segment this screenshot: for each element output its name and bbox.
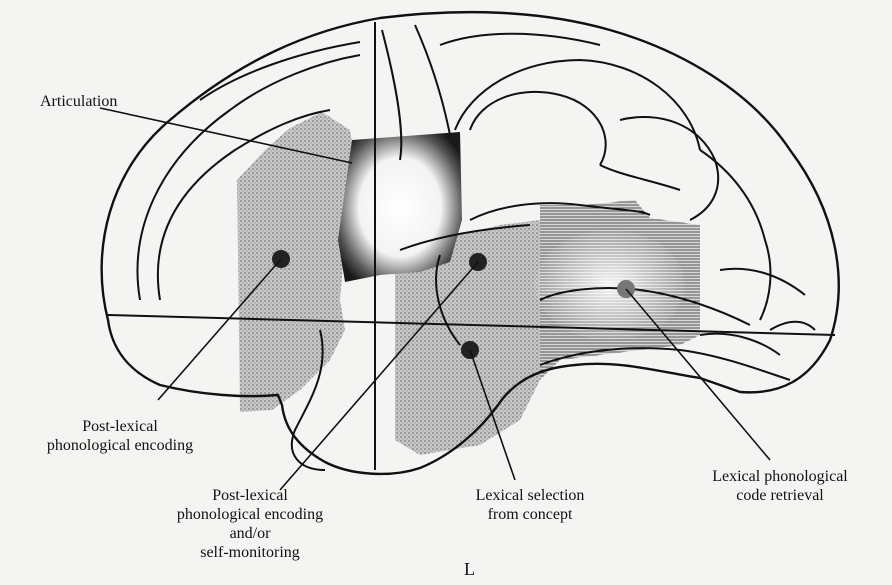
post-lexical-region-1 — [237, 112, 358, 412]
label-post-lexical-2-line-1: Post-lexical — [150, 486, 350, 505]
label-post-lexical-1: Post-lexical phonological encoding — [20, 417, 220, 455]
label-hemisphere: L — [464, 560, 475, 579]
label-lexical-selection-line-2: from concept — [440, 505, 620, 524]
label-lexical-code: Lexical phonological code retrieval — [680, 467, 880, 505]
label-post-lexical-2-line-4: self-monitoring — [150, 543, 350, 562]
lexical-code-glow — [535, 230, 685, 340]
label-post-lexical-1-line-2: phonological encoding — [20, 436, 220, 455]
label-post-lexical-1-line-1: Post-lexical — [20, 417, 220, 436]
label-articulation: Articulation — [40, 92, 117, 111]
label-lexical-code-line-1: Lexical phonological — [680, 467, 880, 486]
label-lexical-code-line-2: code retrieval — [680, 486, 880, 505]
label-post-lexical-2: Post-lexical phonological encoding and/o… — [150, 486, 350, 562]
label-post-lexical-2-line-2: phonological encoding — [150, 505, 350, 524]
label-lexical-selection-line-1: Lexical selection — [440, 486, 620, 505]
label-lexical-selection: Lexical selection from concept — [440, 486, 620, 524]
label-post-lexical-2-line-3: and/or — [150, 524, 350, 543]
